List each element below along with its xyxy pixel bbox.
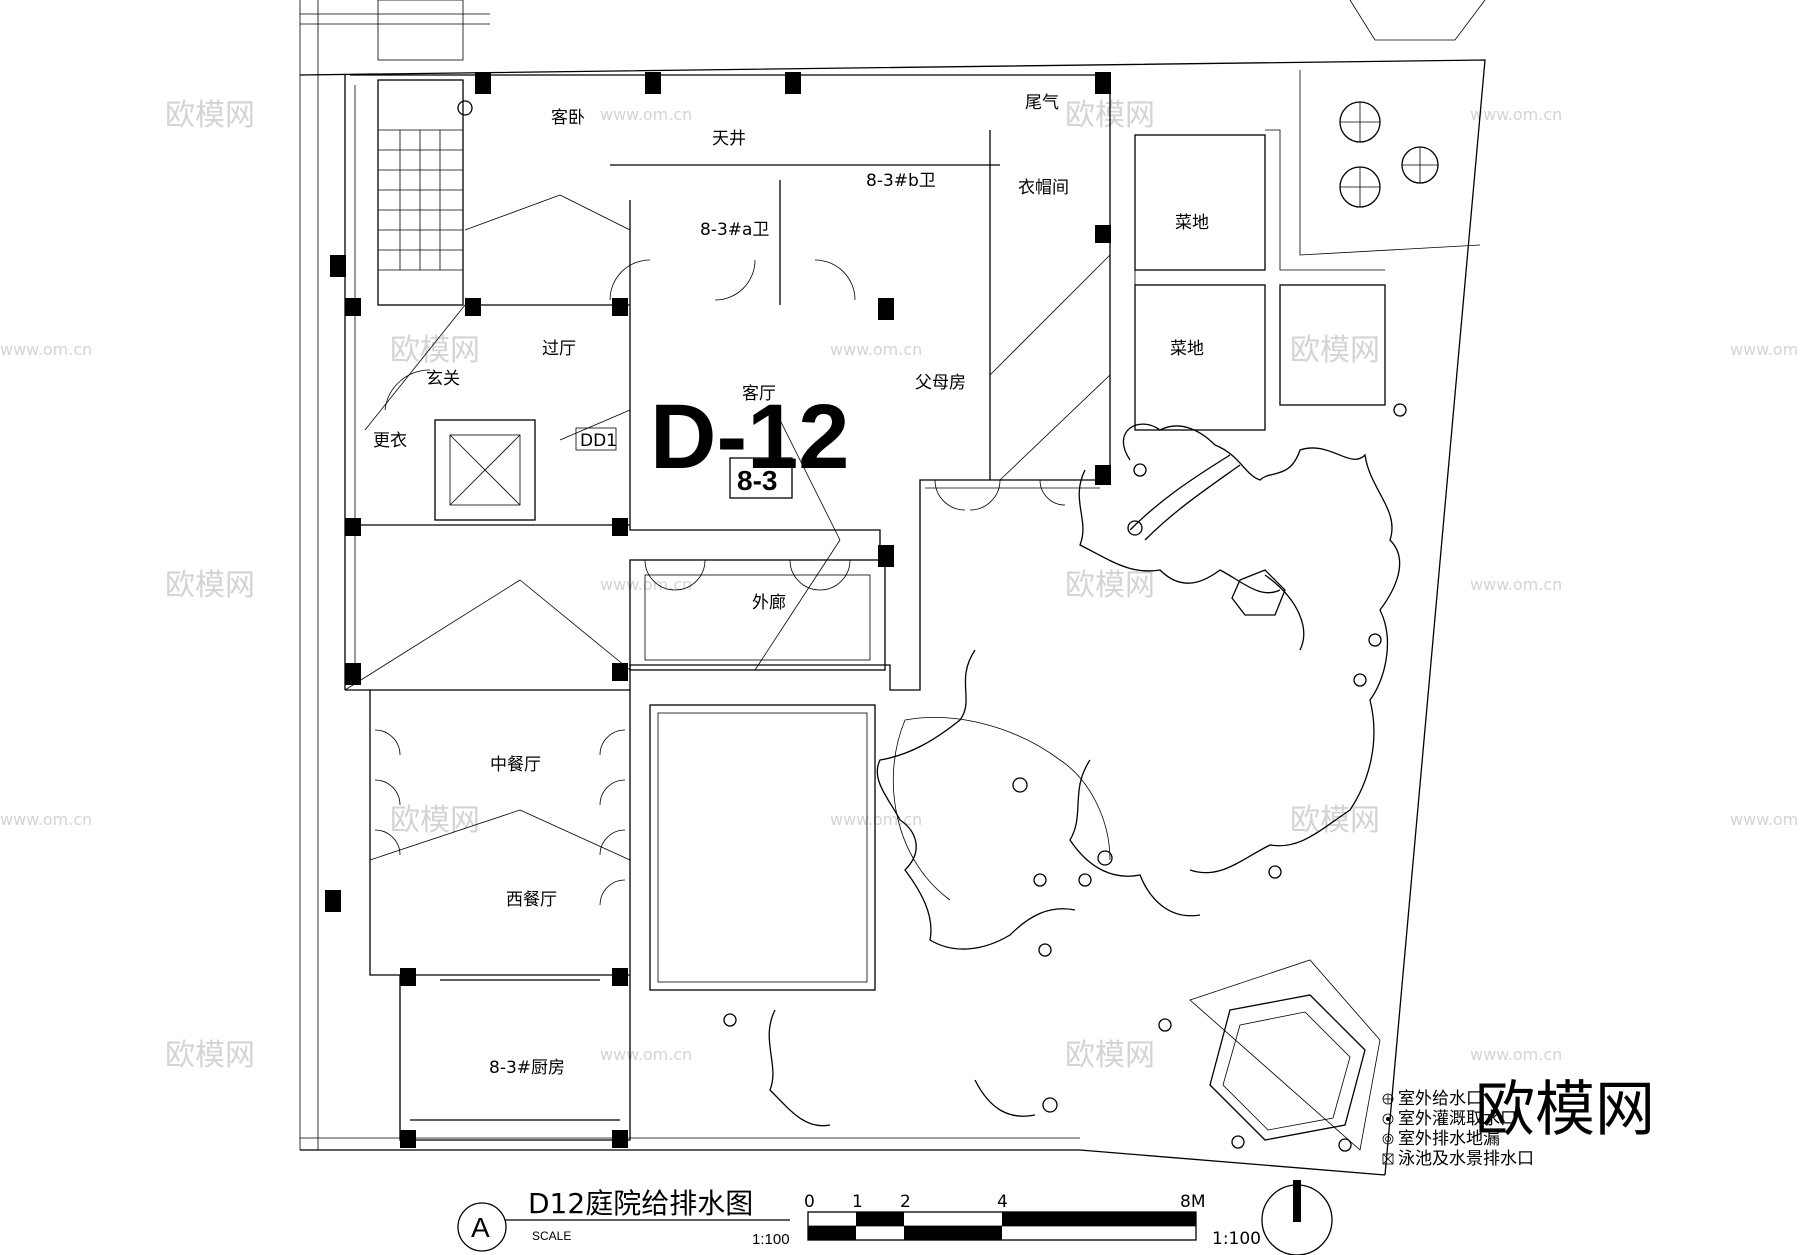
door-tag-box xyxy=(575,427,617,451)
scale-tick: 0 xyxy=(804,1192,815,1212)
floor-drains xyxy=(457,100,1407,1152)
room-label-exhaust: 尾气 xyxy=(1025,93,1059,113)
watermark-url: www.om.cn xyxy=(600,105,692,124)
site-boundary xyxy=(299,0,1486,1176)
room-label-changing: 更衣 xyxy=(373,431,407,451)
room-label-hall: 过厅 xyxy=(542,339,576,359)
room-label-bath-a: 8-3#a卫 xyxy=(700,220,769,240)
legend-label: 泳池及水景排水口 xyxy=(1398,1149,1534,1169)
watermark: 欧模网 xyxy=(1065,1038,1155,1073)
block-label: D-12 xyxy=(650,386,849,488)
scale-tick: 4 xyxy=(997,1192,1008,1212)
room-label-veg-plot: 菜地 xyxy=(1175,213,1209,233)
stair-treads xyxy=(378,129,463,271)
legend-label: 室外灌溉取水口 xyxy=(1398,1109,1517,1129)
legend-label: 室外排水地漏 xyxy=(1398,1129,1500,1149)
scale-value: 1:100 xyxy=(752,1231,790,1248)
watermark-layer: 欧模网 欧模网 欧模网 欧模网 欧模网 欧模网 欧模网 欧模网 欧模网 欧模网 … xyxy=(0,98,1800,1073)
ac-unit-icon xyxy=(1339,101,1439,208)
room-label-kitchen: 8-3#厨房 xyxy=(489,1058,565,1078)
watermark: 欧模网 xyxy=(165,1038,255,1073)
watermark: 欧模网 xyxy=(1065,568,1155,603)
scale-tick: 2 xyxy=(900,1192,911,1212)
scale-ratio: 1:100 xyxy=(1212,1229,1261,1249)
room-label-bath-b: 8-3#b卫 xyxy=(866,171,936,191)
watermark: 欧模网 xyxy=(390,803,480,838)
watermark-url: www.om.cn xyxy=(830,340,922,359)
structural-columns xyxy=(325,72,1111,1148)
watermark-url: www.om.cn xyxy=(1470,1045,1562,1064)
building-walls xyxy=(325,72,1111,1148)
room-label-parents-room: 父母房 xyxy=(915,373,966,393)
legend: 室外给水口 室外灌溉取水口 室外排水地漏 泳池及水景排水口 xyxy=(1382,1089,1534,1169)
watermark-url: www.om.cn xyxy=(0,810,92,829)
room-label-veranda: 外廊 xyxy=(752,593,786,613)
watermark-url: www.om.cn xyxy=(600,575,692,594)
watermark: 欧模网 xyxy=(1290,333,1380,368)
watermark-url: www.om.cn xyxy=(1730,810,1800,829)
room-label-chinese-dining: 中餐厅 xyxy=(490,755,541,775)
north-arrow-icon xyxy=(1261,1180,1333,1255)
door-tag: DD1 xyxy=(580,431,617,451)
brand-logo: 欧模网 xyxy=(1475,1075,1655,1145)
room-label-foyer: 玄关 xyxy=(426,369,460,389)
watermark-url: www.om.cn xyxy=(1470,575,1562,594)
scale-tick: 8M xyxy=(1180,1192,1205,1212)
room-labels: 客卧 天井 尾气 8-3#b卫 衣帽间 8-3#a卫 过厅 玄关 客厅 父母房 … xyxy=(373,93,1209,1078)
room-label-cloakroom: 衣帽间 xyxy=(1018,178,1069,198)
watermark-url: www.om.cn xyxy=(1470,105,1562,124)
watermark: 欧模网 xyxy=(165,568,255,603)
title-letter: A xyxy=(471,1212,490,1243)
hexagon-pavilion xyxy=(1189,959,1381,1151)
watermark-url: www.om.cn xyxy=(830,810,922,829)
floor-drain-icon xyxy=(1382,1133,1394,1145)
scale-bar: 0 1 2 4 8M 1:100 xyxy=(804,1192,1261,1249)
watermark-url: www.om.cn xyxy=(600,1045,692,1064)
watermark-url: www.om.cn xyxy=(0,340,92,359)
room-label-light-well: 天井 xyxy=(712,129,746,149)
unit-label-box xyxy=(729,457,793,499)
watermark: 欧模网 xyxy=(390,333,480,368)
title-block: A D12庭院给排水图 SCALE 1:100 xyxy=(457,1187,790,1252)
unit-label: 8-3 xyxy=(737,465,777,496)
scale-tick: 1 xyxy=(852,1192,863,1212)
landscape-rockery xyxy=(768,423,1401,1127)
watermark-url: www.om.cn xyxy=(1730,340,1800,359)
room-label-guest-bedroom: 客卧 xyxy=(551,108,585,128)
pool-outlet-icon xyxy=(1382,1153,1394,1165)
room-label-living: 客厅 xyxy=(742,384,776,404)
scale-word: SCALE xyxy=(532,1229,571,1243)
irrigation-outlet-icon xyxy=(1382,1113,1394,1125)
room-label-veg-plot: 菜地 xyxy=(1170,339,1204,359)
room-label-western-dining: 西餐厅 xyxy=(506,890,557,910)
title-circle xyxy=(457,1202,507,1252)
vegetable-plots xyxy=(1134,129,1386,431)
legend-label: 室外给水口 xyxy=(1398,1089,1483,1109)
drawing-title: D12庭院给排水图 xyxy=(528,1187,753,1220)
watermark: 欧模网 xyxy=(165,98,255,133)
